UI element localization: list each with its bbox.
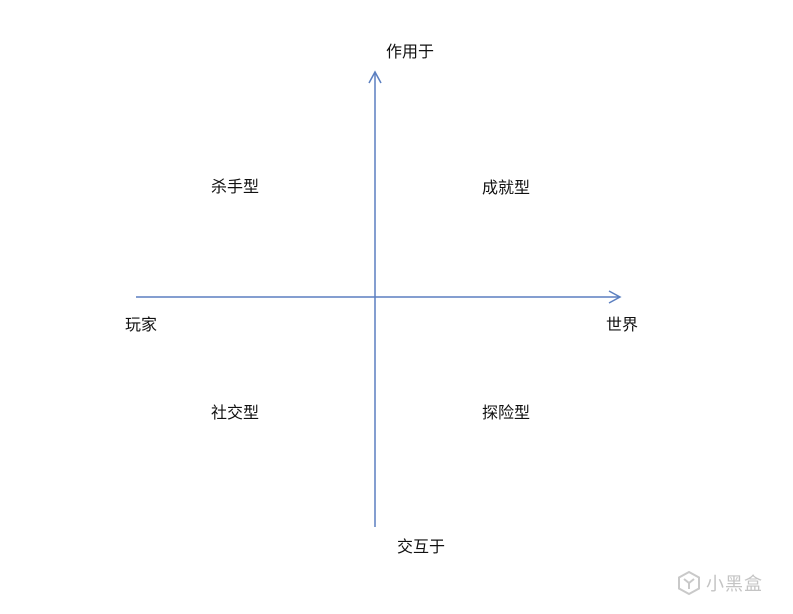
vertical-axis-arrowhead — [368, 70, 382, 84]
axis-label-right: 世界 — [606, 315, 639, 334]
watermark-text: 小黑盒 — [706, 574, 763, 595]
watermark: 小黑盒 — [676, 570, 763, 596]
horizontal-axis-arrowhead — [608, 290, 622, 304]
quadrant-label-top-right: 成就型 — [482, 178, 531, 197]
axis-label-top: 作用于 — [386, 42, 435, 61]
xiaoheihe-logo-icon — [678, 570, 700, 596]
quadrant-label-bottom-left: 社交型 — [211, 403, 260, 422]
quadrant-label-bottom-right: 探险型 — [482, 403, 531, 422]
quadrant-label-top-left: 杀手型 — [211, 177, 260, 196]
axis-label-bottom: 交互于 — [397, 537, 446, 556]
axis-label-left: 玩家 — [125, 315, 158, 334]
